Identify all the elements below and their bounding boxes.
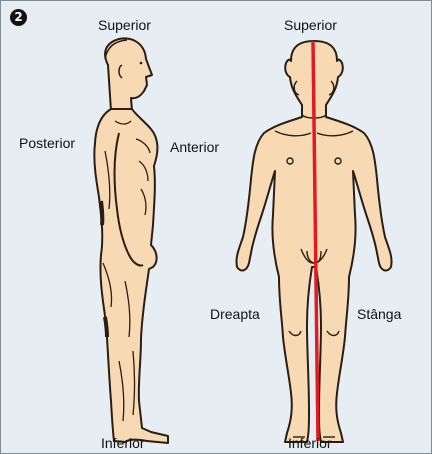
side-torso-legs [94, 109, 168, 443]
side-head [105, 38, 152, 111]
side-anterior-label: Anterior [170, 139, 219, 155]
front-right-label: Dreapta [210, 306, 260, 322]
side-inferior-label: Inferior [101, 435, 145, 451]
front-view-body [236, 41, 391, 442]
side-view-body [94, 38, 168, 443]
side-superior-label: Superior [98, 17, 151, 33]
front-inferior-label: Inferior [288, 435, 332, 451]
front-superior-label: Superior [284, 17, 337, 33]
front-left-label: Stânga [357, 306, 401, 322]
figure-number-badge: 2 [10, 9, 27, 26]
side-posterior-label: Posterior [19, 135, 75, 151]
